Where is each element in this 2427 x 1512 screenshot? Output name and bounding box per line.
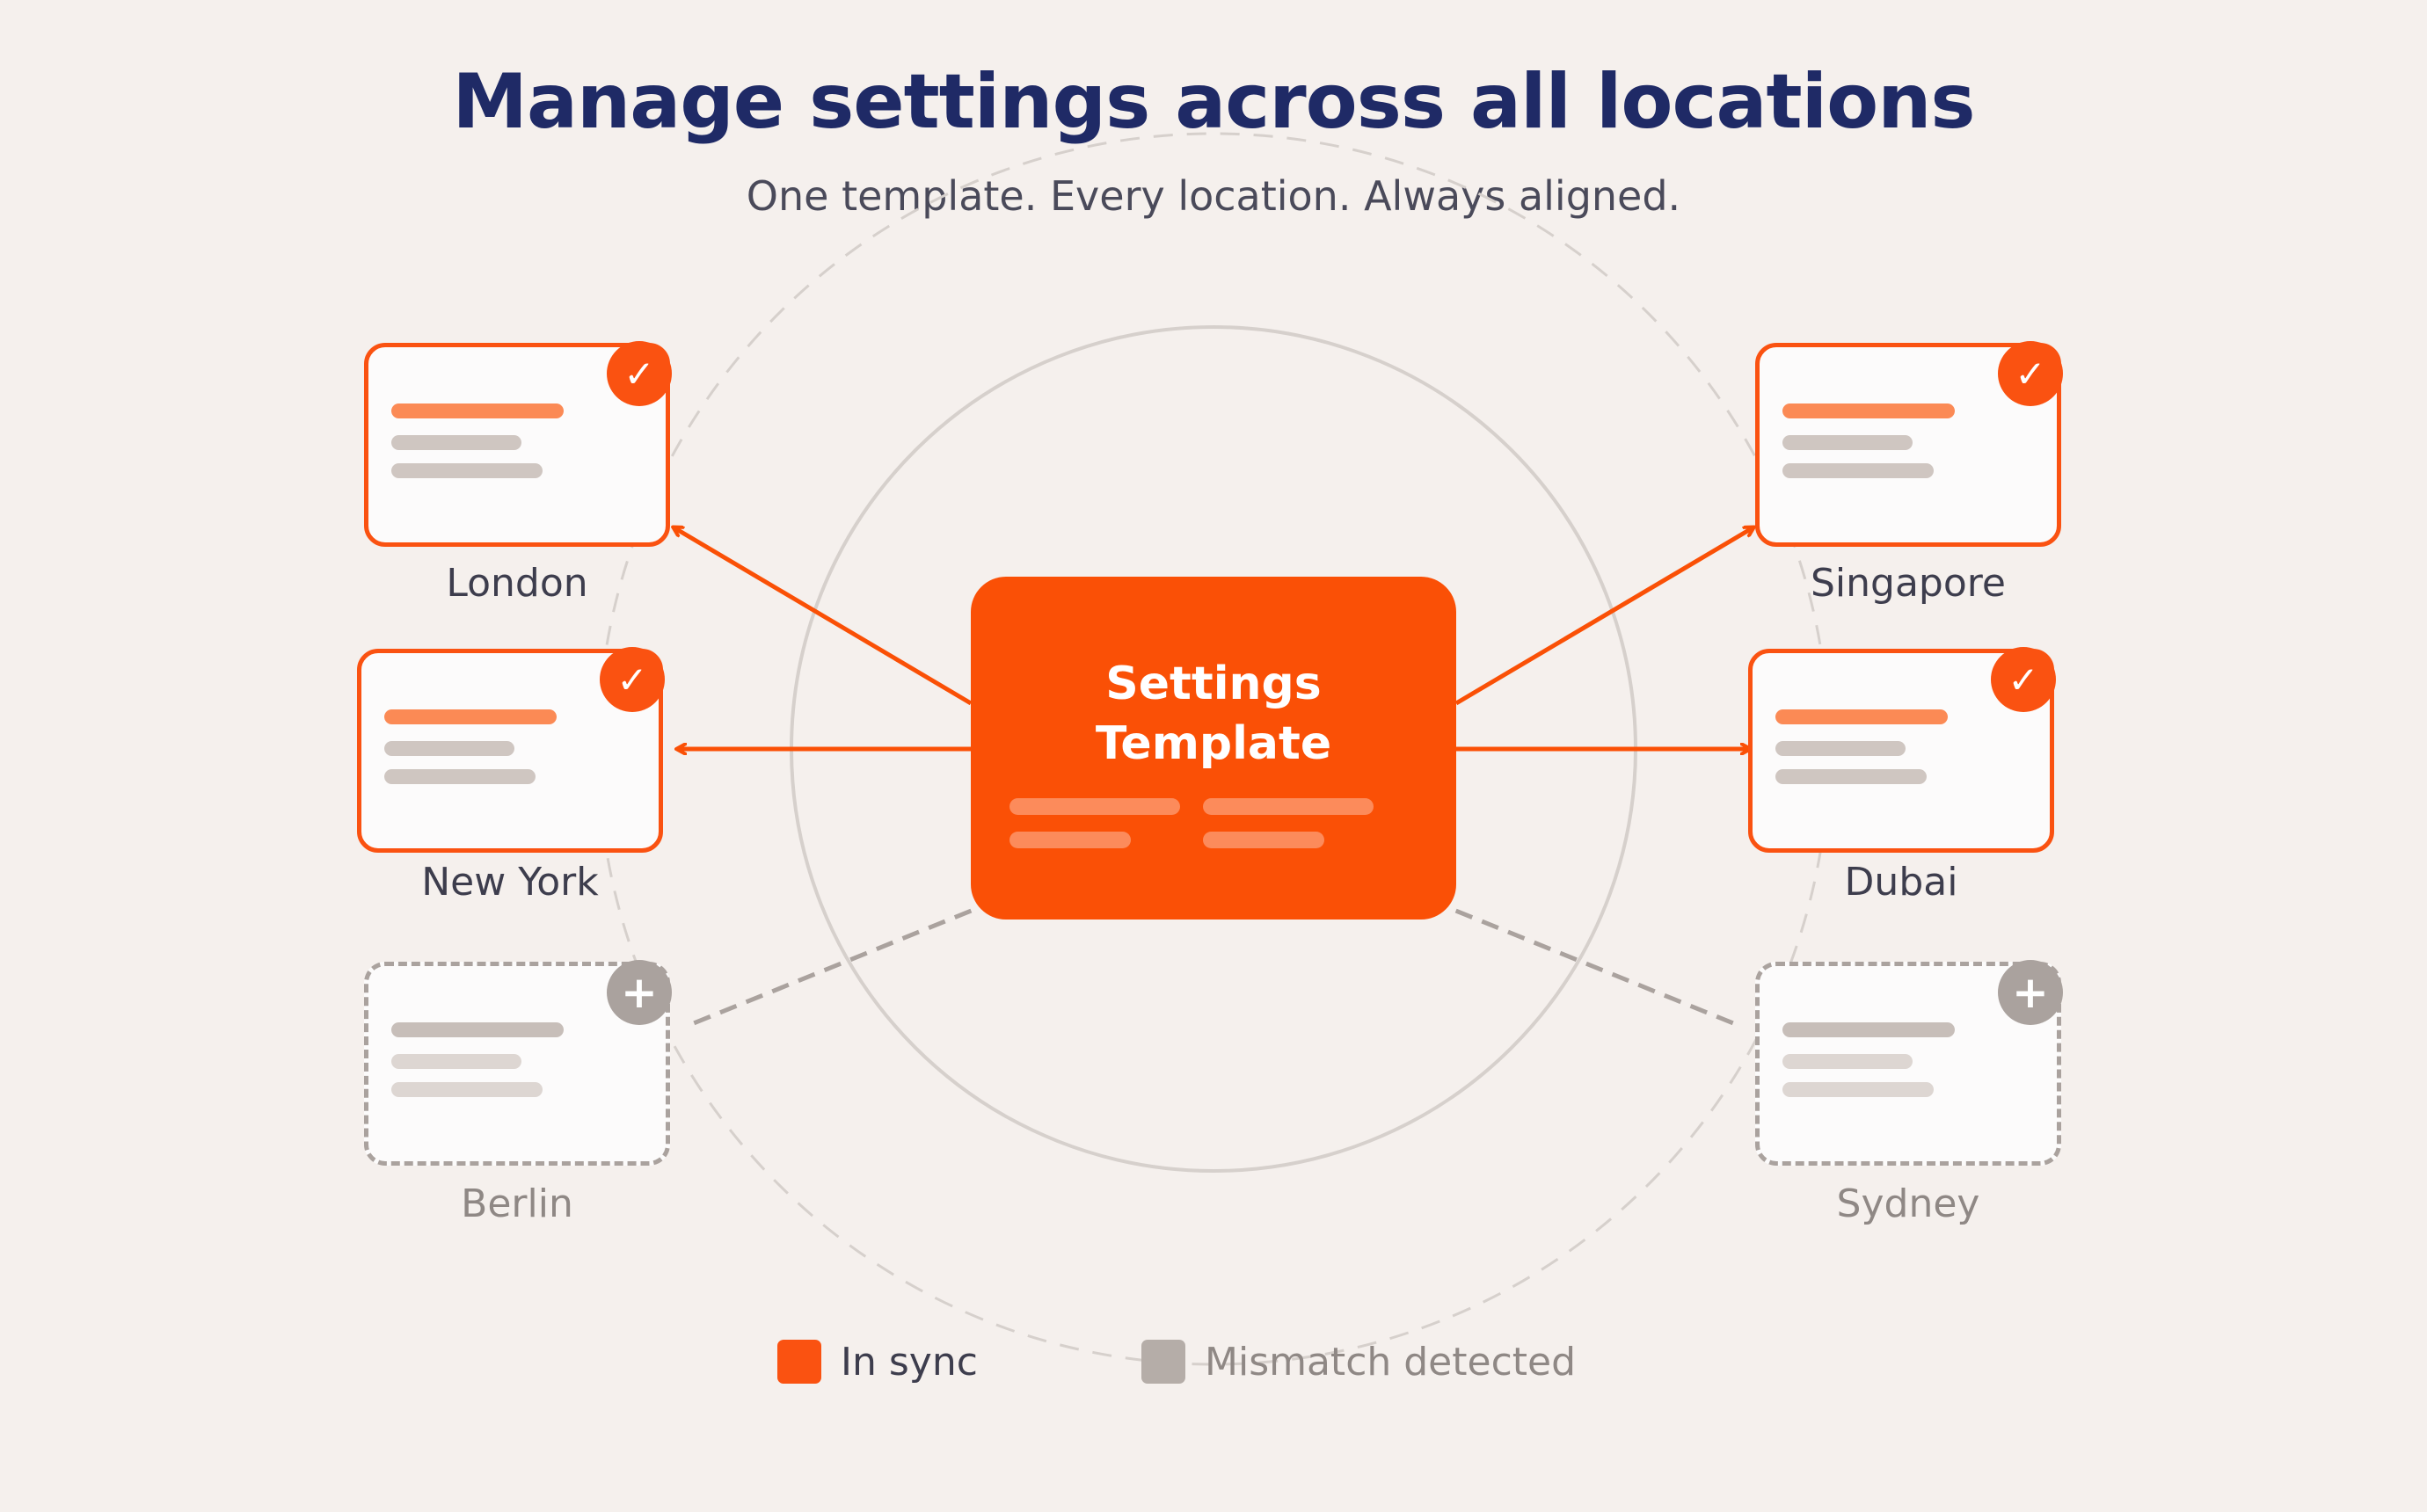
template-bar (1009, 798, 1180, 815)
template-bar (1203, 798, 1374, 815)
location-label-berlin: Berlin (461, 1181, 573, 1226)
location-card-sydney[interactable]: + (1755, 960, 2063, 1166)
card-bar (391, 1022, 564, 1037)
card-bar (384, 709, 557, 724)
location-card-berlin[interactable]: + (364, 960, 672, 1166)
location-label-sydney: Sydney (1836, 1181, 1980, 1226)
card-bar (1775, 769, 1927, 784)
card-bar (1782, 403, 1955, 418)
check-icon: ✓ (607, 341, 672, 406)
template-bar (1203, 832, 1324, 848)
location-card-dubai[interactable]: ✓ (1748, 647, 2056, 853)
card-bar (391, 435, 521, 450)
arrow-to-london (674, 527, 973, 706)
legend-swatch-mismatch (1141, 1340, 1185, 1384)
check-icon: ✓ (1991, 647, 2056, 712)
card-bar (1782, 463, 1934, 478)
card-bar (384, 741, 514, 756)
template-label: Settings Template (971, 654, 1456, 774)
template-bar (1009, 832, 1131, 848)
card-bar (1782, 1054, 1913, 1069)
location-label-new-york: New York (421, 860, 599, 905)
location-label-dubai: Dubai (1844, 860, 1958, 905)
template-label-line1: Settings (1105, 658, 1322, 710)
page-title: Manage settings across all locations (452, 58, 1975, 146)
dashed-link-sydney (1429, 898, 1738, 1028)
plus-icon[interactable]: + (607, 960, 672, 1025)
card-bar (1775, 709, 1948, 724)
card-bar (1782, 435, 1913, 450)
check-icon: ✓ (600, 647, 665, 712)
legend-swatch-in-sync (777, 1340, 821, 1384)
arrow-to-singapore (1454, 527, 1753, 706)
card-bar (1782, 1082, 1934, 1097)
card-bar (391, 1054, 521, 1069)
location-card-singapore[interactable]: ✓ (1755, 341, 2063, 547)
page-subtitle: One template. Every location. Always ali… (746, 172, 1681, 220)
location-card-new-york[interactable]: ✓ (357, 647, 665, 853)
location-card-london[interactable]: ✓ (364, 341, 672, 547)
dashed-link-berlin (689, 898, 998, 1028)
legend-label-mismatch: Mismatch detected (1205, 1340, 1577, 1385)
card-bar (1775, 741, 1906, 756)
template-label-line2: Template (1095, 717, 1332, 770)
card-bar (391, 403, 564, 418)
location-label-london: London (446, 561, 588, 606)
card-bar (391, 1082, 543, 1097)
card-bar (391, 463, 543, 478)
settings-template-card[interactable]: Settings Template (971, 577, 1456, 920)
legend-label-in-sync: In sync (841, 1340, 978, 1385)
card-bar (1782, 1022, 1955, 1037)
card-bar (384, 769, 536, 784)
location-label-singapore: Singapore (1811, 561, 2006, 606)
plus-icon[interactable]: + (1998, 960, 2063, 1025)
check-icon: ✓ (1998, 341, 2063, 406)
